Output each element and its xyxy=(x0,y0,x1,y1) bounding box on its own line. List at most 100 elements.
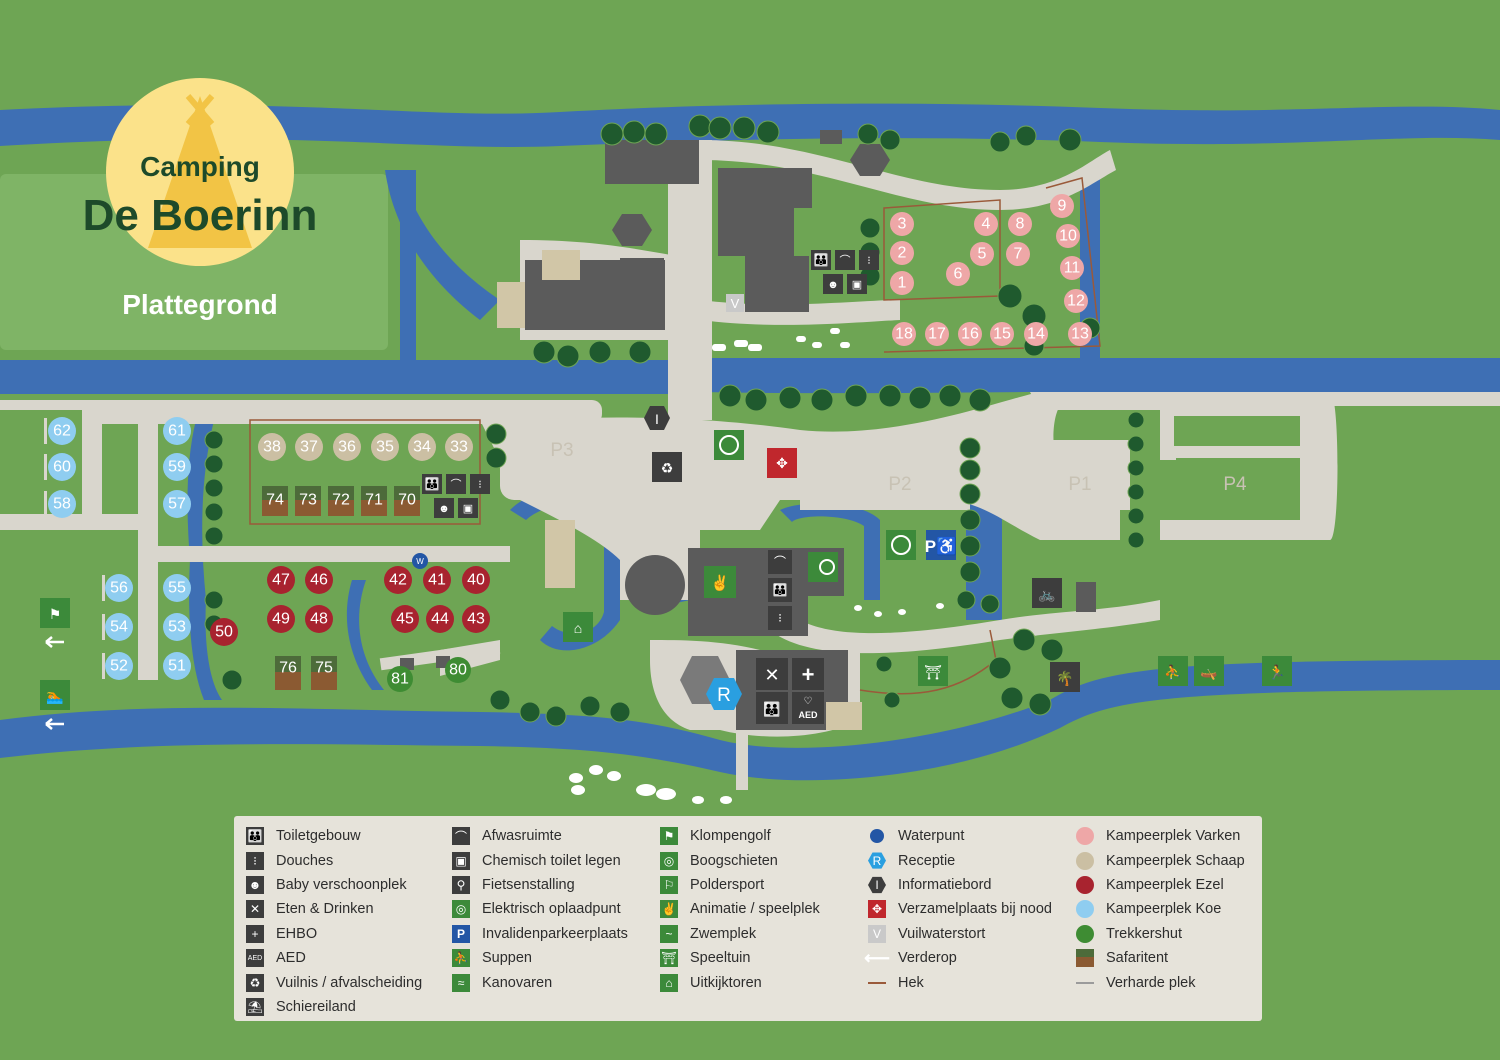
pitch-15[interactable]: 15 xyxy=(990,322,1014,346)
dishwash-icon[interactable]: ⌒ xyxy=(446,474,466,494)
archery-icon[interactable] xyxy=(808,552,838,582)
waste-water-marker[interactable]: V xyxy=(726,294,744,312)
water-point-marker[interactable]: W xyxy=(412,553,428,569)
pitch-17[interactable]: 17 xyxy=(925,322,949,346)
pitch-11[interactable]: 11 xyxy=(1060,256,1084,280)
pitch-4[interactable]: 4 xyxy=(974,212,998,236)
pitch-81[interactable]: 81 xyxy=(387,666,413,692)
pitch-41[interactable]: 41 xyxy=(423,566,451,594)
pitch-45[interactable]: 45 xyxy=(391,605,419,633)
pitch-40[interactable]: 40 xyxy=(462,566,490,594)
dishwash-icon[interactable]: ⌒ xyxy=(768,550,792,574)
info-board-icon: I xyxy=(868,876,886,894)
swim-icon[interactable]: 🏊 xyxy=(40,680,70,710)
svg-text:W: W xyxy=(416,557,424,566)
pitch-9[interactable]: 9 xyxy=(1050,194,1074,218)
pitch-34[interactable]: 34 xyxy=(408,433,436,461)
reception-marker[interactable]: R xyxy=(706,678,742,710)
tent-76[interactable]: 76 xyxy=(275,656,301,690)
ev-charging-icon[interactable] xyxy=(886,530,916,560)
pitch-54[interactable]: 54 xyxy=(102,613,133,641)
pitch-47[interactable]: 47 xyxy=(267,566,295,594)
pitch-61[interactable]: 61 xyxy=(163,417,191,445)
food-drink-icon[interactable]: ✕ xyxy=(756,658,788,690)
pitch-16[interactable]: 16 xyxy=(958,322,982,346)
waste-icon[interactable]: ♻ xyxy=(652,452,682,482)
assembly-point-icon[interactable]: ✥ xyxy=(767,448,797,478)
canoe-icon[interactable]: 🛶 xyxy=(1194,656,1224,686)
pitch-43[interactable]: 43 xyxy=(462,605,490,633)
pitch-14[interactable]: 14 xyxy=(1024,322,1048,346)
pitch-7[interactable]: 7 xyxy=(1006,242,1030,266)
pitch-52[interactable]: 52 xyxy=(102,652,133,680)
pitch-35[interactable]: 35 xyxy=(371,433,399,461)
pitch-44[interactable]: 44 xyxy=(426,605,454,633)
tent-74[interactable]: 74 xyxy=(262,486,288,516)
arrow-left-icon[interactable] xyxy=(45,718,64,730)
tent-70[interactable]: 70 xyxy=(394,486,420,516)
toilet-icon[interactable]: 👪 xyxy=(756,692,788,724)
tent-75[interactable]: 75 xyxy=(311,656,337,690)
pitch-48[interactable]: 48 xyxy=(305,605,333,633)
pitch-60[interactable]: 60 xyxy=(44,453,76,481)
pitch-33[interactable]: 33 xyxy=(445,433,473,461)
shower-icon[interactable]: ⁝ xyxy=(859,250,879,270)
pitch-56[interactable]: 56 xyxy=(102,574,133,602)
legend-label: Uitkijktoren xyxy=(690,974,762,991)
pitch-2[interactable]: 2 xyxy=(890,241,914,265)
baby-change-icon[interactable]: ☻ xyxy=(823,274,843,294)
pitch-42[interactable]: 42 xyxy=(384,566,412,594)
info-board-marker[interactable]: I xyxy=(644,406,670,430)
svg-text:70: 70 xyxy=(398,492,416,509)
pitch-55[interactable]: 55 xyxy=(163,574,191,602)
peninsula-icon[interactable]: 🌴 xyxy=(1050,662,1080,692)
pitch-6[interactable]: 6 xyxy=(946,262,970,286)
dishwash-icon[interactable]: ⌒ xyxy=(835,250,855,270)
pitch-3[interactable]: 3 xyxy=(890,212,914,236)
pitch-62[interactable]: 62 xyxy=(44,417,76,445)
pitch-5[interactable]: 5 xyxy=(970,242,994,266)
bicycle-icon[interactable]: 🚲 xyxy=(1032,578,1062,608)
pitch-59[interactable]: 59 xyxy=(163,453,191,481)
toilet-icon[interactable]: 👪 xyxy=(422,474,442,494)
pitch-10[interactable]: 10 xyxy=(1056,224,1080,248)
animation-icon[interactable]: ✌ xyxy=(704,566,736,598)
disabled-parking-icon[interactable]: P♿ xyxy=(925,530,958,560)
golf-flag-icon[interactable]: ⚑ xyxy=(40,598,70,628)
watchtower-icon[interactable]: ⌂ xyxy=(563,612,593,642)
pitch-1[interactable]: 1 xyxy=(890,271,914,295)
ev-charging-icon[interactable] xyxy=(714,430,744,460)
pitch-38[interactable]: 38 xyxy=(258,433,286,461)
shower-icon[interactable]: ⁝ xyxy=(470,474,490,494)
baby-change-icon[interactable]: ☻ xyxy=(434,498,454,518)
tent-72[interactable]: 72 xyxy=(328,486,354,516)
toilet-icon[interactable]: 👪 xyxy=(811,250,831,270)
shower-icon[interactable]: ⁝ xyxy=(768,606,792,630)
chemical-toilet-icon[interactable]: ▣ xyxy=(458,498,478,518)
polder-sport-icon[interactable]: 🏃 xyxy=(1262,656,1292,686)
pitch-46[interactable]: 46 xyxy=(305,566,333,594)
tent-73[interactable]: 73 xyxy=(295,486,321,516)
pitch-12[interactable]: 12 xyxy=(1064,289,1088,313)
pitch-58[interactable]: 58 xyxy=(44,490,76,518)
pitch-50[interactable]: 50 xyxy=(210,618,238,646)
sup-icon[interactable]: ⛹ xyxy=(1158,656,1188,686)
pitch-13[interactable]: 13 xyxy=(1068,322,1092,346)
pitch-51[interactable]: 51 xyxy=(163,652,191,680)
pitch-57[interactable]: 57 xyxy=(163,490,191,518)
arrow-left-icon[interactable] xyxy=(45,636,64,648)
chemical-toilet-icon[interactable]: ▣ xyxy=(847,274,867,294)
pitch-53[interactable]: 53 xyxy=(163,613,191,641)
pitch-49[interactable]: 49 xyxy=(267,605,295,633)
toilet-icon[interactable]: 👪 xyxy=(768,578,792,602)
playground-icon[interactable]: ⛩ xyxy=(918,656,948,686)
pitch-37[interactable]: 37 xyxy=(295,433,323,461)
tent-71[interactable]: 71 xyxy=(361,486,387,516)
pitch-18[interactable]: 18 xyxy=(892,322,916,346)
svg-text:56: 56 xyxy=(110,580,128,597)
pitch-36[interactable]: 36 xyxy=(333,433,361,461)
aed-icon[interactable]: ♡AED xyxy=(792,692,824,724)
pitch-8[interactable]: 8 xyxy=(1008,212,1032,236)
first-aid-icon[interactable]: + xyxy=(792,658,824,690)
pitch-80[interactable]: 80 xyxy=(445,657,471,683)
